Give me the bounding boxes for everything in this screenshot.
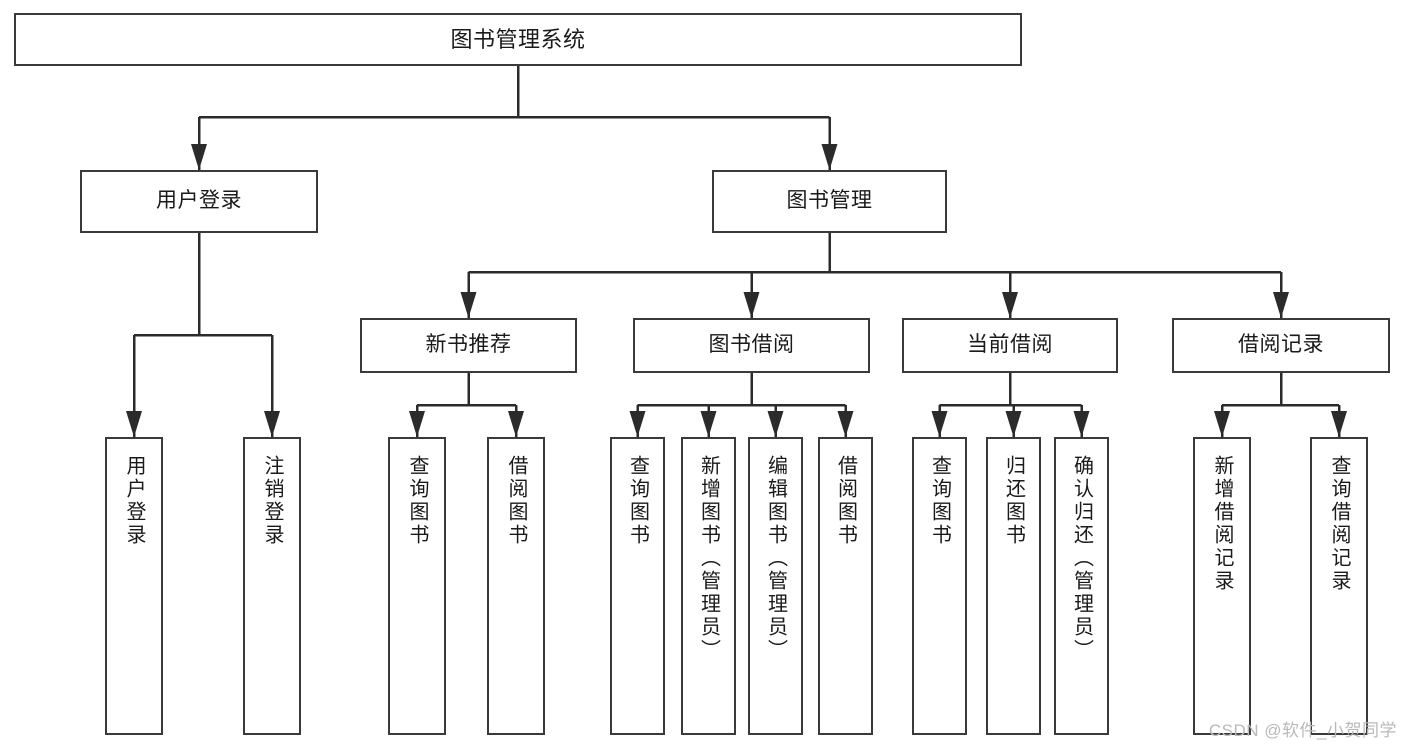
node-label: 图书管理系统 bbox=[450, 26, 586, 52]
node-borrow-record[interactable]: 借阅记录 bbox=[1172, 318, 1390, 373]
node-label: 归还图书 bbox=[1002, 455, 1025, 547]
node-label: 新增借阅记录 bbox=[1211, 455, 1233, 593]
node-leaf-add-book[interactable]: 新增图书（管理员） bbox=[681, 437, 736, 735]
node-label: 借阅图书 bbox=[505, 455, 527, 547]
node-leaf-confirm[interactable]: 确认归还（管理员） bbox=[1054, 437, 1109, 735]
node-leaf-query-2[interactable]: 查询图书 bbox=[610, 437, 665, 735]
node-label: 用户登录 bbox=[123, 455, 145, 547]
node-label: 查询图书 bbox=[626, 455, 649, 547]
node-leaf-query-3[interactable]: 查询图书 bbox=[912, 437, 967, 735]
node-new-book-rec[interactable]: 新书推荐 bbox=[360, 318, 577, 373]
node-root[interactable]: 图书管理系统 bbox=[14, 13, 1022, 66]
arrowhead-icon bbox=[700, 411, 717, 437]
node-book-manage[interactable]: 图书管理 bbox=[712, 170, 947, 233]
watermark-label: CSDN @软件_小贺同学 bbox=[1208, 721, 1397, 740]
node-leaf-user-login[interactable]: 用户登录 bbox=[105, 437, 163, 735]
arrowhead-icon bbox=[767, 411, 784, 437]
node-label: 确认归还（管理员） bbox=[1070, 455, 1093, 662]
node-label: 借阅记录 bbox=[1238, 333, 1324, 357]
arrowhead-icon bbox=[1273, 292, 1289, 318]
node-label: 编辑图书（管理员） bbox=[764, 455, 787, 662]
node-leaf-borrow-2[interactable]: 借阅图书 bbox=[818, 437, 873, 735]
node-label: 注销登录 bbox=[261, 455, 283, 547]
node-label: 图书管理 bbox=[786, 189, 873, 213]
node-label: 新增图书（管理员） bbox=[697, 455, 720, 662]
node-user-login[interactable]: 用户登录 bbox=[80, 170, 318, 233]
arrowhead-icon bbox=[1214, 411, 1230, 437]
arrowhead-icon bbox=[508, 411, 524, 437]
arrowhead-icon bbox=[743, 292, 760, 318]
arrowhead-icon bbox=[1073, 411, 1090, 437]
arrowhead-icon bbox=[1002, 292, 1018, 318]
arrowhead-icon bbox=[1005, 411, 1022, 437]
arrowhead-icon bbox=[629, 411, 646, 437]
node-leaf-return[interactable]: 归还图书 bbox=[986, 437, 1041, 735]
node-leaf-logout[interactable]: 注销登录 bbox=[243, 437, 301, 735]
node-current-borrow[interactable]: 当前借阅 bbox=[902, 318, 1118, 373]
node-label: 查询图书 bbox=[406, 455, 428, 547]
node-label: 新书推荐 bbox=[425, 333, 512, 357]
arrowhead-icon bbox=[837, 411, 854, 437]
node-leaf-edit-book[interactable]: 编辑图书（管理员） bbox=[748, 437, 803, 735]
arrowhead-icon bbox=[821, 144, 838, 170]
arrowhead-icon bbox=[460, 292, 477, 318]
node-leaf-borrow-1[interactable]: 借阅图书 bbox=[487, 437, 545, 735]
node-leaf-add-rec[interactable]: 新增借阅记录 bbox=[1193, 437, 1251, 735]
node-book-borrow[interactable]: 图书借阅 bbox=[633, 318, 870, 373]
arrowhead-icon bbox=[409, 411, 425, 437]
node-label: 查询借阅记录 bbox=[1328, 455, 1350, 593]
node-label: 查询图书 bbox=[928, 455, 951, 547]
node-leaf-query-rec[interactable]: 查询借阅记录 bbox=[1310, 437, 1368, 735]
arrowhead-icon bbox=[931, 411, 948, 437]
arrowhead-icon bbox=[264, 411, 280, 437]
node-label: 借阅图书 bbox=[834, 455, 857, 547]
arrowhead-icon bbox=[1331, 411, 1347, 437]
arrowhead-icon bbox=[126, 411, 142, 437]
node-leaf-query-1[interactable]: 查询图书 bbox=[388, 437, 446, 735]
node-label: 当前借阅 bbox=[967, 333, 1053, 357]
arrowhead-icon bbox=[191, 144, 207, 170]
node-label: 图书借阅 bbox=[708, 333, 795, 357]
node-label: 用户登录 bbox=[156, 189, 242, 213]
